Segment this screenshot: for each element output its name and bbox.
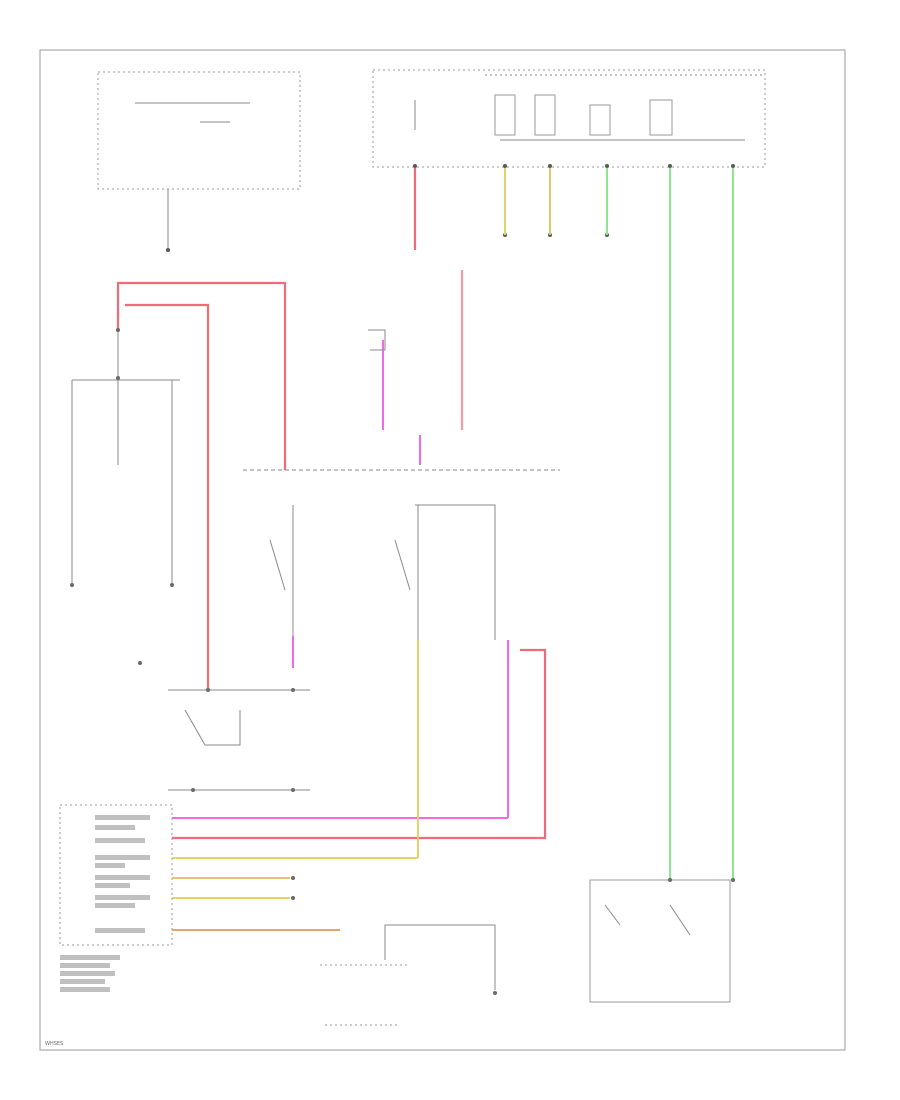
top-connectors <box>166 164 735 252</box>
transmission-block <box>320 924 496 1026</box>
footer-code: WHSES <box>45 1041 63 1047</box>
top-right-module <box>372 69 766 168</box>
wire-red-ecm <box>172 648 547 840</box>
top-left-module <box>97 71 301 250</box>
yellow-wires <box>172 168 551 931</box>
engine-control-module <box>59 804 173 992</box>
ground-symbols <box>70 583 497 995</box>
pink-wires <box>172 340 509 819</box>
switch-symbols <box>184 329 691 936</box>
gray-wires <box>71 330 560 791</box>
wire-red-main <box>116 281 287 470</box>
splice-dots <box>116 328 295 900</box>
lower-right-module <box>589 878 735 1003</box>
wire-red-branch <box>125 303 210 690</box>
green-wires <box>606 168 734 880</box>
diagram-frame <box>39 49 846 1051</box>
red-wires <box>116 168 547 840</box>
